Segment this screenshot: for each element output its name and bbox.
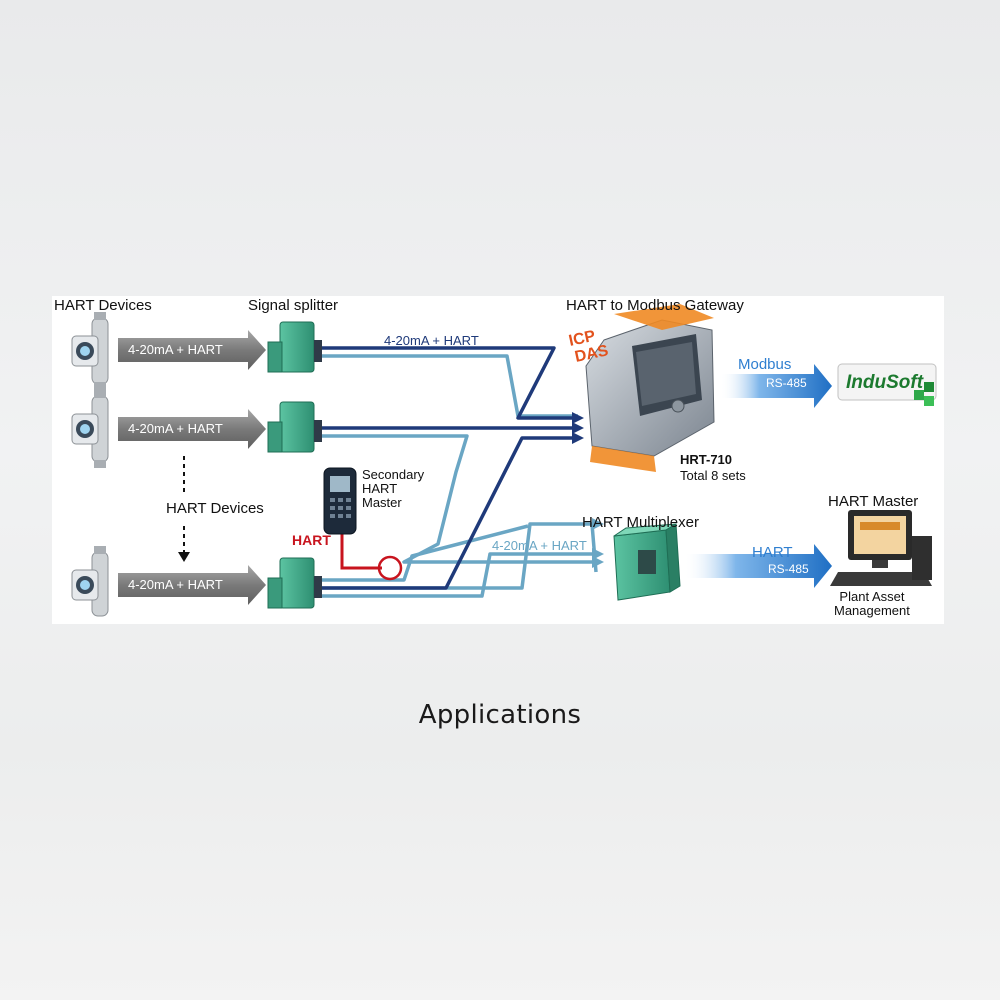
label-multiplexer: HART Multiplexer [582,514,699,531]
flow-meter-2 [71,390,109,468]
label-secondary-master-line-1: Secondary [362,467,425,482]
flow-meter-1 [71,312,109,390]
signal-arrow-2 [118,409,266,449]
label-rs485-bottom: RS-485 [768,562,809,576]
signal-lines [320,346,604,598]
icpdas-logo: ICP DAS [567,328,610,366]
label-signal-splitter: Signal splitter [248,297,339,314]
label-plant-asset-line-2: Management [834,603,910,618]
hart-multiplexer [613,523,681,601]
application-diagram: ICP DAS InduSoft HART Devices Signal spl… [52,296,944,624]
signal-arrow-label-1: 4-20mA + HART [128,342,223,357]
label-plant-asset: Plant Asset Management [834,590,910,618]
label-hart-devices-top: HART Devices [54,297,152,314]
label-gateway: HART to Modbus Gateway [566,297,744,314]
signal-arrow-label-3: 4-20mA + HART [128,577,223,592]
secondary-master-connection [340,524,403,581]
signal-splitter-3 [267,557,322,609]
label-hart-blue: HART [752,544,793,561]
modbus-arrow [720,364,832,408]
flow-meter-3 [71,546,109,617]
signal-arrow-1 [118,330,266,370]
label-total-sets: Total 8 sets [680,468,746,483]
svg-text:ICP: ICP [567,328,597,350]
handheld-communicator [323,467,357,535]
caption: Applications [418,700,582,730]
label-hrt710: HRT-710 [680,452,733,467]
label-hart-master: HART Master [828,493,919,510]
label-secondary-master-line-2: HART [362,481,398,496]
more-devices-arrow [178,456,190,562]
signal-splitter-1 [267,321,322,373]
label-rs485-top: RS-485 [766,376,807,390]
line-label-mux: 4-20mA + HART [492,538,587,553]
signal-arrow-3 [118,565,266,605]
hart-arrow [684,544,832,588]
svg-text:DAS: DAS [573,342,610,366]
label-hart-devices-mid: HART Devices [166,500,264,517]
signal-splitter-2 [267,401,322,453]
label-modbus: Modbus [738,356,792,373]
indusoft-logo-text: InduSoft [846,372,924,393]
hart-master-computer [830,510,932,586]
diagram-svg: ICP DAS InduSoft [71,304,937,617]
signal-arrow-label-2: 4-20mA + HART [128,421,223,436]
hart-modbus-gateway [585,304,715,472]
label-secondary-master-line-3: Master [362,495,402,510]
label-secondary-master: Secondary HART Master [362,468,424,510]
label-plant-asset-line-1: Plant Asset [839,589,905,604]
line-label-top: 4-20mA + HART [384,333,479,348]
indusoft-logo: InduSoft [837,363,937,406]
label-hart-red: HART [292,532,331,548]
